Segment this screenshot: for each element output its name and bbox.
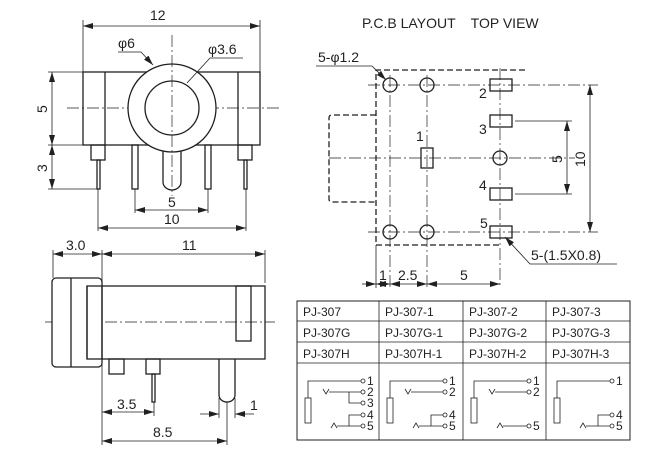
terminal-label: 5: [367, 419, 374, 433]
dim-body-length: 11: [182, 237, 197, 253]
schematic-4: 1 45: [553, 374, 623, 433]
terminal-icon: [526, 378, 532, 384]
front-view: 12 φ6 φ3.6 5 3 5 10: [34, 7, 282, 231]
dim-pin-length: 3: [34, 164, 50, 172]
dim-outer-diameter: φ6: [118, 35, 135, 51]
side-view: 3.0 11 3.5 8.5 1: [45, 237, 275, 445]
model-cell: PJ-307H: [303, 347, 350, 361]
model-cell: PJ-307-2: [469, 305, 518, 319]
terminal-label: 2: [533, 385, 540, 399]
model-cell: PJ-307-3: [552, 305, 601, 319]
terminal-label: 1: [533, 374, 540, 388]
terminal-icon: [360, 412, 366, 418]
pcb-title: P.C.B LAYOUT TOP VIEW: [362, 15, 539, 31]
terminal-icon: [360, 423, 366, 429]
dim-width: 12: [150, 7, 166, 23]
model-cell: PJ-307H-2: [469, 347, 527, 361]
dim-pin-pitch: 5: [168, 194, 176, 210]
terminal-label: 5: [449, 419, 456, 433]
model-cell: PJ-307: [303, 305, 341, 319]
terminal-icon: [360, 389, 366, 395]
terminal-icon: [360, 400, 366, 406]
terminal-label: 4: [616, 408, 623, 422]
model-cell: PJ-307G-3: [552, 326, 610, 340]
pin-label-3: 3: [479, 121, 487, 137]
terminal-icon: [609, 412, 615, 418]
dim-x-2: 2.5: [398, 267, 418, 283]
model-table: PJ-307 PJ-307-1 PJ-307-2 PJ-307-3PJ-307G PJ-…: [296, 300, 631, 441]
terminal-icon: [442, 423, 448, 429]
terminal-label: 1: [449, 374, 456, 388]
terminal-label: 4: [449, 408, 456, 422]
dim-pin-offset: 3.5: [117, 396, 137, 412]
pin-label-4: 4: [479, 177, 487, 193]
terminal-icon: [609, 378, 615, 384]
terminal-label: 5: [533, 419, 540, 433]
model-cell: PJ-307G: [303, 326, 350, 340]
holes-label: 5-φ1.2: [318, 49, 359, 65]
dim-pin-span: 10: [164, 211, 180, 227]
schematic-3: 12 5: [470, 374, 540, 433]
pin-label-1: 1: [416, 128, 424, 144]
terminal-icon: [360, 378, 366, 384]
dim-pin-width: 1: [250, 397, 258, 413]
terminal-label: 3: [367, 396, 374, 410]
terminal-label: 1: [367, 374, 374, 388]
dim-height: 5: [34, 105, 50, 113]
model-cell: PJ-307H-3: [552, 347, 610, 361]
terminal-icon: [526, 423, 532, 429]
model-cell: PJ-307G-2: [469, 326, 527, 340]
dim-inner-pitch: 5: [549, 155, 565, 163]
terminal-icon: [442, 389, 448, 395]
model-cell: PJ-307H-1: [385, 347, 443, 361]
model-cell: PJ-307G-1: [385, 326, 443, 340]
schematic-2: 12 45: [386, 374, 456, 433]
dim-inner-diameter: φ3.6: [208, 41, 237, 57]
terminal-label: 5: [616, 419, 623, 433]
terminal-icon: [442, 378, 448, 384]
model-cell: PJ-307-1: [385, 305, 434, 319]
terminal-label: 4: [367, 408, 374, 422]
dim-x-3: 5: [460, 267, 468, 283]
pads-label: 5-(1.5X0.8): [531, 247, 601, 263]
dim-rear-pin: 8.5: [153, 424, 173, 440]
dim-outer-pitch: 10: [572, 151, 588, 167]
terminal-label: 2: [449, 385, 456, 399]
dim-x-1: 1: [379, 267, 387, 283]
terminal-icon: [609, 423, 615, 429]
terminal-icon: [526, 389, 532, 395]
pin-label-2: 2: [479, 85, 487, 101]
terminal-label: 2: [367, 385, 374, 399]
pcb-layout: P.C.B LAYOUT TOP VIEW 1 2 3 4 5 5 10 5-φ…: [316, 15, 617, 288]
pin-label-5: 5: [480, 215, 488, 231]
terminal-icon: [442, 412, 448, 418]
dim-cap: 3.0: [66, 237, 86, 253]
terminal-label: 1: [616, 374, 623, 388]
